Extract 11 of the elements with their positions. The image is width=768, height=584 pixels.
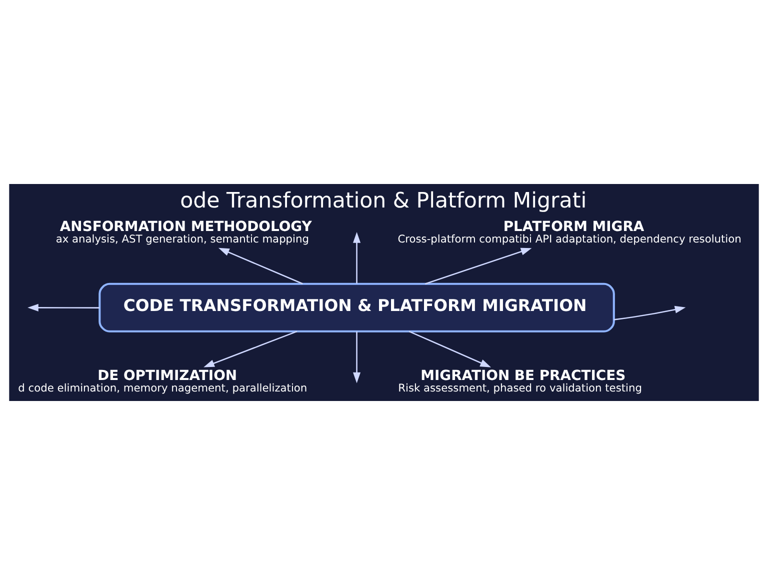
node-text: PLATFORM MIGRA Cross-platform compatibi API adaptation, dependency resolution (398, 218, 742, 245)
arrow (218, 247, 303, 284)
arrow (408, 330, 492, 367)
node-text: DE OPTIMIZATION d code elimination, memory nagement, parallelization (18, 368, 308, 394)
node-text: ANSFORMATION METHODOLOGY ax analysis, AST generation, semantic mapping (56, 218, 312, 245)
arrow (204, 330, 298, 367)
arrow (424, 247, 532, 284)
arrow (352, 232, 361, 284)
diagram-title: ode Transformation & Platform Migrati (180, 188, 587, 214)
node-box: CODE TRANSFORMATION & PLATFORM MIGRATION (98, 282, 615, 332)
node-text: MIGRATION BE PRACTICES Risk assessment, phased ro validation testing (398, 368, 642, 394)
